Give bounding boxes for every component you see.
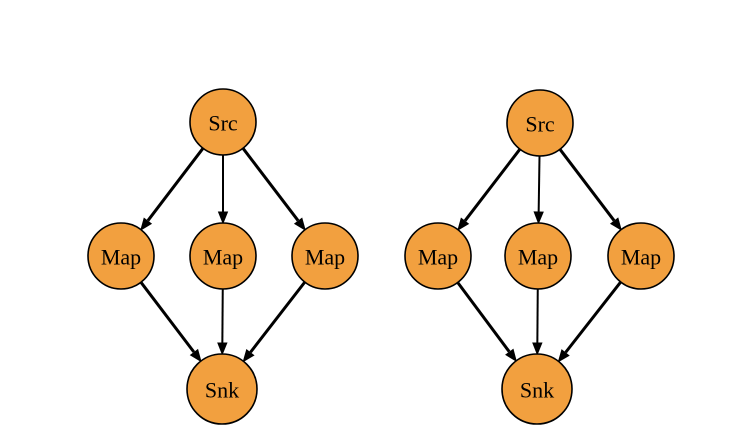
node-circle[interactable] [87,222,155,290]
edge-line [564,281,622,354]
node-circle[interactable] [291,222,359,290]
node-circle[interactable] [501,353,573,425]
edge-arrowhead [505,348,517,363]
edge-line [146,147,204,222]
graph-node-src[interactable]: Src [506,89,574,157]
node-label: Map [305,245,345,270]
graph-edge [532,289,543,356]
graph-node-src[interactable]: Src [189,88,257,156]
edge-arrowhead [609,217,622,231]
graph-node-map2[interactable]: Map [189,222,257,290]
node-circle[interactable] [404,222,472,290]
graph-edge [140,281,202,363]
edge-arrowhead [242,349,255,363]
node-circle[interactable] [504,222,572,290]
node-label: Map [203,245,243,270]
edge-line [456,281,511,353]
graph-node-map1[interactable]: Map [404,222,472,290]
node-label: Src [208,111,238,136]
graph-edge [140,147,204,231]
node-label: Snk [520,378,554,403]
edge-line [140,281,196,353]
graph-node-snk[interactable]: Snk [186,353,258,425]
graph-edge [557,281,622,363]
graph-node-map1[interactable]: Map [87,222,155,290]
node-label: Src [525,112,555,137]
node-circle[interactable] [607,222,675,290]
node-label: Map [101,245,141,270]
node-circle[interactable] [506,89,574,157]
node-label: Map [418,245,458,270]
edge-arrowhead [293,217,306,231]
edge-arrowhead [217,342,228,356]
graph-node-map2[interactable]: Map [504,222,572,290]
edge-arrowhead [533,211,544,225]
graph-edge [457,148,521,231]
edge-layer [456,148,622,363]
graph-edge [217,155,229,225]
node-label: Map [518,245,558,270]
edge-layer [140,147,306,363]
graph-node-snk[interactable]: Snk [501,353,573,425]
edge-arrowhead [140,217,153,231]
edge-line [559,148,616,222]
graph-edge [559,148,622,231]
edge-arrowhead [189,348,202,363]
edge-line [249,281,306,354]
edge-line [242,147,300,222]
edge-arrowhead [532,342,543,356]
node-circle[interactable] [189,222,257,290]
graph-edge [242,147,306,231]
node-label: Snk [205,378,239,403]
graph-node-map3[interactable]: Map [291,222,359,290]
node-label: Map [621,245,661,270]
edge-arrowhead [457,217,470,231]
edge-line [537,156,541,212]
node-circle[interactable] [189,88,257,156]
graph-node-map3[interactable]: Map [607,222,675,290]
graph-edge [242,281,306,363]
graph-edge [217,289,228,356]
edge-arrowhead [557,349,570,363]
edge-arrowhead [217,211,229,225]
graph-edge [456,281,517,363]
edge-line [463,148,521,222]
node-circle[interactable] [186,353,258,425]
graph-edge [533,156,544,225]
